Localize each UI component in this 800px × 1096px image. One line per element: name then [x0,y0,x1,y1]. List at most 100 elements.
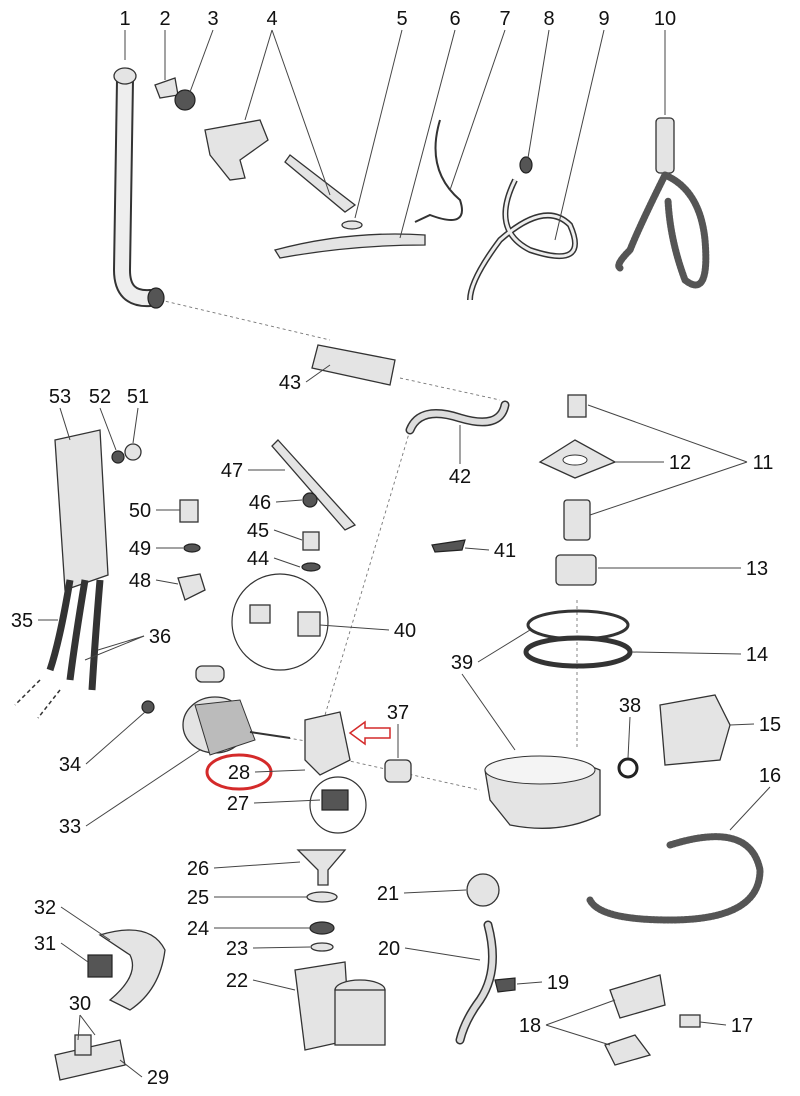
part-18-switch-upper [609,974,666,1019]
part-label-13: 13 [746,558,768,580]
highlight-arrow-icon [348,720,391,746]
part-50-plug [179,499,199,523]
part-label-14: 14 [746,644,768,666]
part-13-microfilter [555,554,597,586]
part-label-38: 38 [619,695,641,717]
part-label-11: 11 [753,452,774,474]
part-21-float [466,873,500,907]
part-27-detail-circle [309,776,367,834]
leader-lines [38,29,771,1078]
leader-line-38 [627,716,631,759]
part-label-30: 30 [69,993,91,1015]
part-label-29: 29 [147,1067,169,1089]
part-label-26: 26 [187,858,209,880]
leader-line-44 [273,557,301,568]
part-47-spray-arm [271,439,357,531]
part-1-drain-pipe [112,67,165,309]
part-label-2: 2 [159,8,170,30]
part-11-filter-top [567,394,587,418]
part-label-20: 20 [378,938,400,960]
part-10-hose [615,171,710,289]
leader-line-30 [77,1014,81,1041]
leader-line-33 [85,749,201,827]
part-41-clip [431,539,466,553]
part-label-23: 23 [226,938,248,960]
part-45-connector [302,531,320,551]
leader-line-9 [554,29,605,241]
leader-line-53 [59,407,71,441]
part-label-50: 50 [129,500,151,522]
leader-line-11 [587,404,748,463]
leader-line-48 [155,579,179,585]
part-15-pump [659,694,731,766]
part-44-ring [301,562,321,572]
leader-line-6 [399,29,456,239]
part-label-12: 12 [669,452,691,474]
leader-line-29 [119,1059,143,1078]
leader-line-51 [132,407,139,444]
part-25-cap [306,891,338,903]
part-16-drain-hose [586,833,764,924]
leader-line-32 [60,906,111,941]
part-label-42: 42 [449,466,471,488]
part-38-oring [617,757,639,779]
part-5-seal [341,220,363,230]
leader-line-36 [97,635,145,651]
leader-line-23 [252,946,311,949]
leader-line-28 [254,769,306,773]
part-label-15: 15 [759,714,781,736]
part-43-coupling [311,344,396,386]
part-label-9: 9 [598,8,609,30]
part-label-17: 17 [731,1015,753,1037]
leader-line-34 [85,711,146,765]
part-label-33: 33 [59,816,81,838]
leader-line-11 [589,461,748,516]
leader-line-8 [527,29,550,159]
part-32-cover [98,929,166,1011]
leader-line-40 [319,624,390,631]
leader-line-4 [271,29,331,196]
part-label-45: 45 [247,520,269,542]
part-label-39: 39 [451,652,473,674]
part-19-clip [494,977,516,993]
leader-line-36 [84,635,145,661]
part-label-8: 8 [543,8,554,30]
part-label-32: 32 [34,897,56,919]
part-24-ring [309,921,335,935]
part-label-51: 51 [127,386,149,408]
part-label-47: 47 [221,460,243,482]
leader-line-31 [60,942,89,963]
part-4-spray-arm-holder [204,119,269,181]
part-label-6: 6 [449,8,460,30]
leader-line-15 [729,723,755,726]
part-label-35: 35 [11,610,33,632]
part-6-lower-spray-arm [273,233,426,259]
part-53-water-tank [54,429,109,591]
part-label-40: 40 [394,620,416,642]
part-37-sleeve [384,759,412,783]
part-label-25: 25 [187,887,209,909]
part-label-3: 3 [207,8,218,30]
leader-line-17 [699,1021,727,1026]
part-label-24: 24 [187,918,209,940]
part-10-aquastop [655,117,675,174]
part-label-27: 27 [227,793,249,815]
part-18-switch-lower [604,1034,652,1066]
part-4-upper-arm [284,154,357,213]
part-label-52: 52 [89,386,111,408]
leader-line-27 [253,799,321,804]
leader-line-18 [545,1024,611,1046]
part-49-oring [183,543,201,553]
part-51-nut [124,443,142,461]
part-29-valve [54,1039,126,1081]
part-35-36-tubes [46,579,104,691]
leader-line-22 [252,979,296,991]
part-17-clip [679,1014,701,1028]
leader-line-19 [516,981,543,985]
part-label-46: 46 [249,492,271,514]
part-label-5: 5 [396,8,407,30]
part-8-gasket [519,156,533,174]
part-28-pump-housing [304,711,351,776]
leader-line-39 [477,629,531,663]
